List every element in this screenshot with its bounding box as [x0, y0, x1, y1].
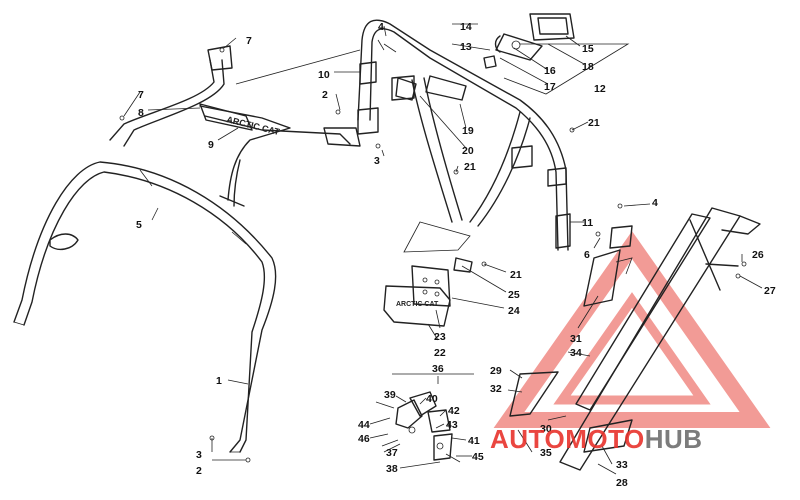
callout-18: 18 [582, 61, 594, 73]
callout-15: 15 [582, 43, 594, 55]
front-brace [109, 45, 361, 207]
tag-plate-text: ARCTIC CAT [396, 301, 439, 308]
callout-25: 25 [508, 289, 520, 301]
latch-hardware [375, 373, 474, 463]
callout-14: 14 [460, 21, 472, 33]
callout-10: 10 [318, 69, 330, 81]
callout-20: 20 [462, 145, 474, 157]
callout-1: 1 [216, 375, 222, 387]
callout-39: 39 [384, 389, 396, 401]
callout-46: 46 [358, 433, 370, 445]
callout-42: 42 [448, 405, 460, 417]
callout-43: 43 [446, 419, 458, 431]
callout-2: 2 [322, 89, 328, 101]
callout-37: 37 [386, 447, 398, 459]
brand-plate-text: ARCTIC CAT [226, 114, 282, 137]
callout-27: 27 [764, 285, 776, 297]
callout-12: 12 [594, 83, 606, 95]
roll-cage-front [357, 19, 571, 253]
callout-19: 19 [462, 125, 474, 137]
callout-16: 16 [544, 65, 556, 77]
callout-7: 7 [246, 35, 252, 47]
rear-tag-plate [383, 257, 473, 327]
tag-plate: ARCTIC CAT [396, 301, 439, 308]
callout-22: 22 [434, 347, 446, 359]
watermark-label: AUTOMOTOHUB [490, 424, 703, 454]
callout-4: 4 [378, 21, 384, 33]
callout-41: 41 [468, 435, 480, 447]
callout-32: 32 [490, 383, 502, 395]
leader-lines [123, 23, 763, 475]
callout-21: 21 [510, 269, 522, 281]
callout-4: 4 [652, 197, 658, 209]
callout-3: 3 [196, 449, 202, 461]
callout-3: 3 [374, 155, 380, 167]
callout-17: 17 [544, 81, 556, 93]
callout-5: 5 [136, 219, 142, 231]
callout-26: 26 [752, 249, 764, 261]
side-frame [509, 207, 761, 471]
callout-44: 44 [358, 419, 370, 431]
callout-36: 36 [432, 363, 444, 375]
callout-21: 21 [464, 161, 476, 173]
watermark-logo [493, 231, 771, 428]
callout-23: 23 [434, 331, 446, 343]
callout-45: 45 [472, 451, 484, 463]
callout-9: 9 [208, 139, 214, 151]
watermark-text: AUTOMOTOHUB [490, 424, 703, 454]
roll-bar-rear [13, 161, 277, 453]
light-assembly [483, 13, 575, 69]
dome-light [395, 75, 467, 101]
hardware-markers [119, 47, 747, 463]
callout-21: 21 [588, 117, 600, 129]
callout-11: 11 [582, 217, 593, 229]
callout-8: 8 [138, 107, 144, 119]
callout-31: 31 [570, 333, 582, 345]
brand-plate: ARCTIC CAT [226, 114, 282, 137]
callout-28: 28 [616, 477, 628, 489]
callout-24: 24 [508, 305, 520, 317]
callout-40: 40 [426, 393, 438, 405]
callout-13: 13 [460, 41, 472, 53]
callout-33: 33 [616, 459, 628, 471]
callout-numbers: 1 2 2 3 3 4 4 5 6 7 7 8 9 10 11 12 13 14… [136, 21, 776, 489]
callout-38: 38 [386, 463, 398, 475]
callout-2: 2 [196, 465, 202, 477]
callout-35: 35 [540, 447, 552, 459]
callout-30: 30 [540, 423, 552, 435]
callout-6: 6 [584, 249, 590, 261]
callout-29: 29 [490, 365, 502, 377]
callout-34: 34 [570, 347, 582, 359]
callout-7: 7 [138, 89, 144, 101]
